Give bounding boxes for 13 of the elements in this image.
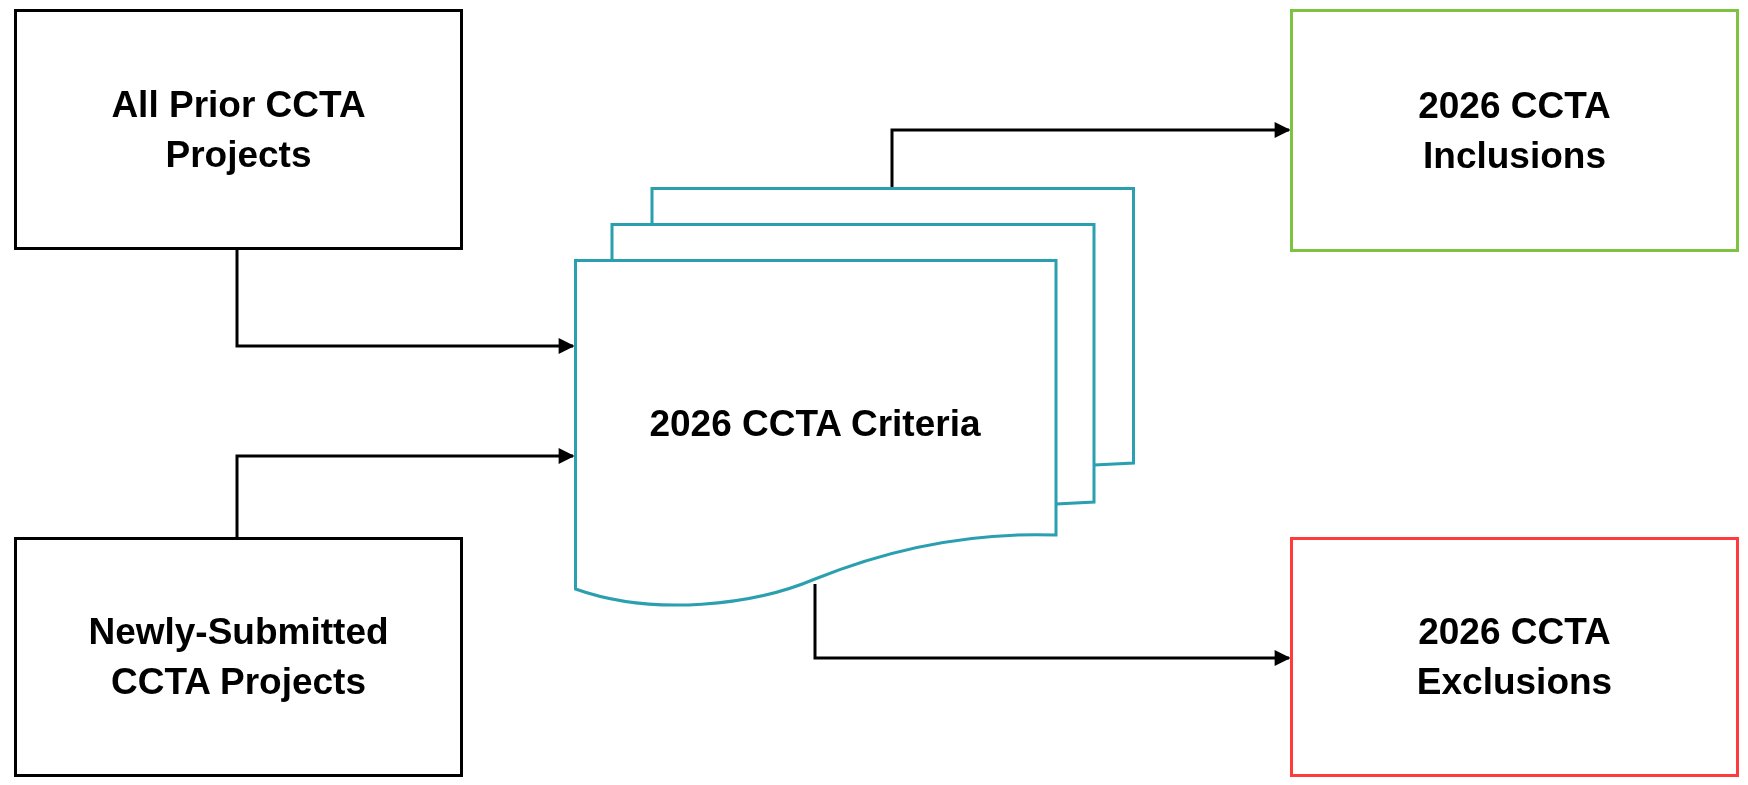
arrow [235, 448, 575, 537]
process-box [14, 537, 463, 777]
node-label: 2026 CCTA Criteria [649, 401, 981, 446]
node-label: Newly-Submitted CCTA Projects [87, 610, 390, 704]
process-box [1290, 537, 1739, 777]
process-box [1290, 9, 1739, 252]
arrow [813, 584, 1291, 666]
arrow [235, 250, 575, 354]
arrow [890, 122, 1291, 187]
process-box [14, 9, 463, 250]
node-label: 2026 CCTA Inclusions [1417, 83, 1612, 178]
node-label: All Prior CCTA Projects [110, 82, 367, 177]
node-label: 2026 CCTA Exclusions [1415, 610, 1614, 704]
